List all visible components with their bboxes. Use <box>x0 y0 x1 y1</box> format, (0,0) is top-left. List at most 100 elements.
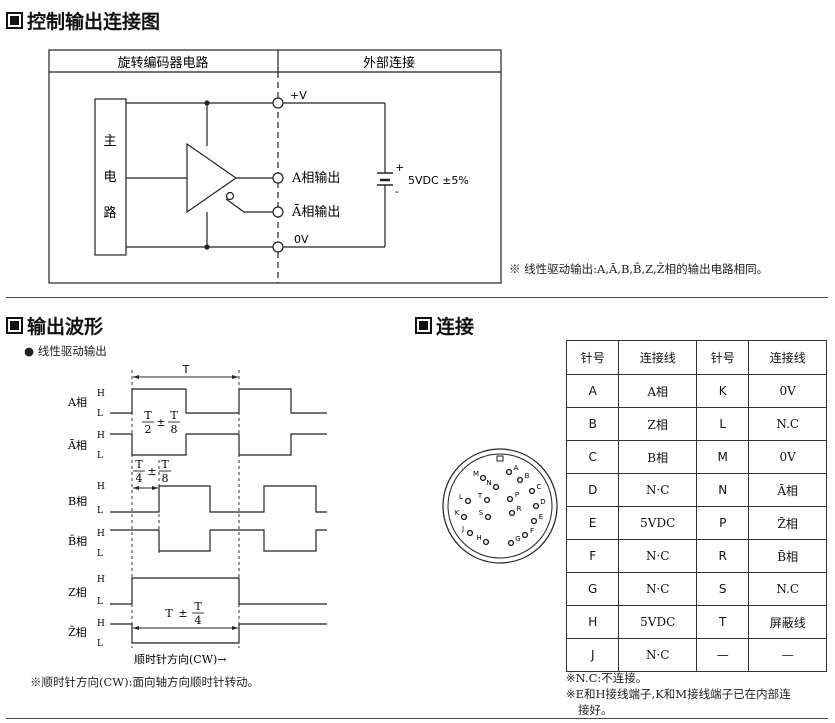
connector-pin-label: K <box>455 509 460 517</box>
wire-cell: Z̄相 <box>748 506 827 540</box>
pm-sign: ± <box>156 416 165 429</box>
wire-cell: B相 <box>618 440 697 474</box>
cw-note: ※顺时针方向(CW):面向轴方向顺时针转动。 <box>30 675 259 689</box>
low-label: L <box>97 639 103 649</box>
linear-drive-bullet: ● 线性驱动输出 <box>24 344 107 358</box>
main-circuit-char-1: 主 <box>103 134 116 149</box>
connector-pin <box>483 496 491 504</box>
pin-cell: T <box>695 605 750 639</box>
linear-drive-note: ※ 线性驱动输出:A,Ā,B,B̄,Z,Z̄相的输出电路相同。 <box>509 262 769 276</box>
signal-abar-label: Ā相 <box>67 439 87 452</box>
pin-cell: E <box>565 506 620 540</box>
connector-pin <box>528 487 536 495</box>
wire-cell: N.C <box>748 572 827 606</box>
connector-pin <box>516 476 524 484</box>
pin-cell: S <box>695 572 750 606</box>
t-half-numerator: T <box>144 409 152 422</box>
connector-pin-label: S <box>479 509 484 517</box>
wire-cell: N·C <box>618 539 697 573</box>
connector-pin <box>505 468 513 476</box>
connector-pin-label: A <box>514 464 519 472</box>
connector-pin <box>464 497 472 505</box>
pin-cell: N <box>695 473 750 507</box>
control-output-title: 控制输出连接图 <box>6 7 160 34</box>
control-output-circuit: 旋转编码器电路 外部连接 主 电 路 +V A相输出 Ā相输出 0V + - 5… <box>48 49 502 284</box>
t-half-denominator: 2 <box>145 423 152 436</box>
pin-cell: D <box>565 473 620 507</box>
wire-cell: N·C <box>618 638 697 672</box>
wire-cell: B̄相 <box>748 539 827 573</box>
supply-minus-label: - <box>395 185 399 198</box>
t-eighth-numerator: T <box>170 409 178 422</box>
pin-cell: K <box>695 374 750 408</box>
connector-pin-label: L <box>459 493 463 501</box>
pin-cell: M <box>695 440 750 474</box>
connector-pin-label: B <box>525 472 530 480</box>
header-wire: 连接线 <box>618 340 697 375</box>
connector-pin <box>482 538 490 546</box>
pm-sign: ± <box>147 465 156 478</box>
abar-output-label: Ā相输出 <box>291 204 340 220</box>
connector-pin-label: T <box>477 492 483 500</box>
pin-cell: P <box>695 506 750 540</box>
connector-pin <box>508 509 516 517</box>
connector-pin-label: M <box>473 470 479 478</box>
supply-voltage-label: 5VDC ±5% <box>408 174 469 187</box>
connector-pin <box>521 531 529 539</box>
connector-pin-label: F <box>530 527 534 535</box>
header-pin: 针号 <box>565 340 620 375</box>
square-bullet-icon <box>6 317 23 334</box>
external-connection-header: 外部连接 <box>363 55 415 71</box>
signal-z-label: Z相 <box>68 586 87 599</box>
connector-pin-label: J <box>461 525 464 533</box>
wire-cell: N.C <box>748 407 827 441</box>
cw-direction-label: 顺时针方向(CW)→ <box>134 652 227 666</box>
main-circuit-char-3: 路 <box>103 205 116 221</box>
zero-v-label: 0V <box>294 233 309 246</box>
output-waveform-title: 输出波形 <box>6 312 103 339</box>
pin-cell: R <box>695 539 750 573</box>
pin-cell: — <box>695 638 750 672</box>
connector-pin <box>484 513 492 521</box>
z-quarter-denominator: 4 <box>195 614 202 627</box>
low-label: L <box>97 506 103 516</box>
signal-bbar-label: B̄相 <box>68 535 87 548</box>
internal-connection-note: ※E和H接线端子,K和M接线端子已在内部连 <box>566 687 791 701</box>
high-label: H <box>97 482 105 492</box>
connector-pin-label: N <box>486 479 491 487</box>
section-divider <box>6 297 828 298</box>
a-output-label: A相输出 <box>291 170 340 186</box>
t-eighth-numerator: T <box>161 458 169 471</box>
low-label: L <box>97 549 103 559</box>
connector-pin-label: G <box>515 535 520 543</box>
signal-a-label: A相 <box>67 396 87 409</box>
connector-pin <box>506 495 514 503</box>
connector-pin-label: H <box>476 534 481 542</box>
wire-cell: 5VDC <box>618 506 697 540</box>
pin-cell: J <box>565 638 620 672</box>
pin-table-header: 针号 连接线 针号 连接线 <box>565 340 827 375</box>
connector-pin <box>460 513 468 521</box>
pin-cell: C <box>565 440 620 474</box>
wire-cell: Ā相 <box>748 473 827 507</box>
signal-zbar-label: Z̄相 <box>68 626 87 639</box>
pin-cell: G <box>565 572 620 606</box>
connector-pin-label: R <box>517 505 522 513</box>
period-t-label: T <box>182 363 190 376</box>
signal-b-label: B相 <box>68 495 87 508</box>
wire-cell: Z相 <box>618 407 697 441</box>
pin-cell: F <box>565 539 620 573</box>
encoder-circuit-header: 旋转编码器电路 <box>117 55 208 71</box>
wire-cell: A相 <box>618 374 697 408</box>
wire-cell: N·C <box>618 473 697 507</box>
wire-cell: 0V <box>748 374 827 408</box>
connector-pin <box>492 483 500 491</box>
